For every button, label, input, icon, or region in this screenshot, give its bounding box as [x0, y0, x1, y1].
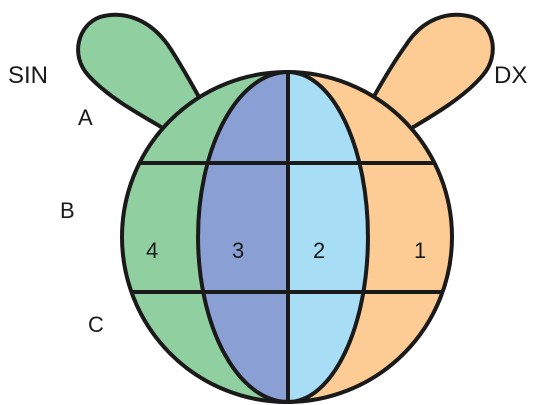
column-label-3: 3	[232, 238, 244, 263]
row-label-a: A	[78, 105, 93, 130]
column-label-4: 4	[146, 238, 158, 263]
row-label-c: C	[88, 312, 104, 337]
left-ear-lobe	[76, 12, 218, 141]
inner-left-arc	[196, 70, 289, 404]
inner-right-region	[288, 72, 368, 402]
column-label-2: 2	[313, 238, 325, 263]
column-label-1: 1	[414, 238, 426, 263]
inner-left-region	[198, 72, 288, 402]
inner-right-arc	[287, 70, 370, 404]
outer-circle	[120, 70, 454, 404]
side-label-left: SIN	[8, 62, 48, 89]
row-label-b: B	[60, 198, 75, 223]
side-label-right: DX	[494, 62, 527, 89]
